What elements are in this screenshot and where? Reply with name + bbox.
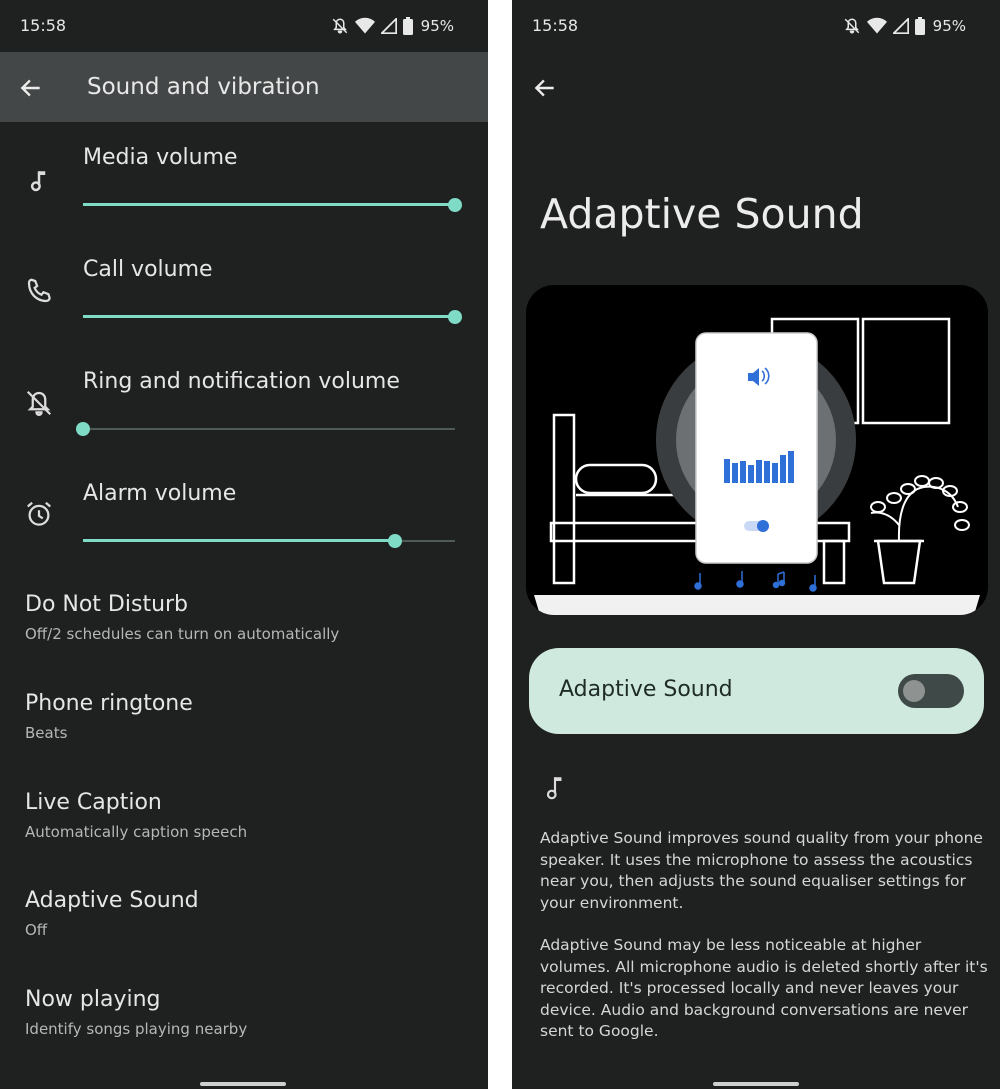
do-not-disturb-bell-off-icon <box>844 18 859 34</box>
battery-icon <box>402 17 413 35</box>
bell-off-icon <box>26 390 52 416</box>
alarm-volume-label: Alarm volume <box>83 481 237 506</box>
description-paragraph-2: Adaptive Sound may be less noticeable at… <box>540 936 988 1040</box>
ring-volume-label: Ring and notification volume <box>83 369 400 394</box>
live-caption-item[interactable]: Live Caption Automatically caption speec… <box>25 790 465 870</box>
back-arrow-icon[interactable] <box>532 75 558 101</box>
ring-volume-slider[interactable] <box>76 419 455 439</box>
item-subtitle: Off <box>25 921 48 939</box>
adaptive-sound-screen: 15:58 95% Adaptive Sound <box>512 0 1000 1089</box>
page-title: Adaptive Sound <box>540 190 864 238</box>
item-title: Do Not Disturb <box>25 592 189 617</box>
item-subtitle: Identify songs playing nearby <box>25 1020 248 1038</box>
do-not-disturb-bell-off-icon <box>332 18 347 34</box>
media-volume-row: Media volume <box>0 145 488 257</box>
battery-percent: 95% <box>932 17 966 35</box>
signal-icon <box>892 18 909 34</box>
switch-knob <box>903 680 925 702</box>
battery-icon <box>914 17 925 35</box>
slider-thumb[interactable] <box>76 422 90 436</box>
slider-thumb[interactable] <box>448 310 462 324</box>
item-title: Adaptive Sound <box>25 888 199 913</box>
media-volume-label: Media volume <box>83 145 238 170</box>
wifi-icon <box>866 17 887 34</box>
wifi-icon <box>354 17 375 34</box>
adaptive-sound-toggle-card[interactable]: Adaptive Sound <box>529 648 984 734</box>
item-subtitle: Beats <box>25 724 68 742</box>
phone-icon <box>27 278 51 303</box>
item-subtitle: Automatically caption speech <box>25 823 248 841</box>
gesture-nav-handle[interactable] <box>713 1082 799 1086</box>
do-not-disturb-item[interactable]: Do Not Disturb Off/2 schedules can turn … <box>25 592 465 672</box>
adaptive-sound-switch[interactable] <box>898 674 964 708</box>
call-volume-label: Call volume <box>83 257 213 282</box>
slider-thumb[interactable] <box>448 198 462 212</box>
call-volume-slider[interactable] <box>83 307 462 327</box>
signal-icon <box>380 18 397 34</box>
status-time: 15:58 <box>20 16 67 35</box>
status-bar: 15:58 95% <box>0 0 488 52</box>
item-title: Phone ringtone <box>25 691 193 716</box>
battery-percent: 95% <box>420 17 454 35</box>
description-paragraph-1: Adaptive Sound improves sound quality fr… <box>540 829 983 912</box>
adaptive-sound-toggle-label: Adaptive Sound <box>559 677 733 702</box>
top-app-bar: Sound and vibration <box>0 52 488 122</box>
item-title: Live Caption <box>25 790 162 815</box>
page-title: Sound and vibration <box>87 74 320 100</box>
music-note-icon <box>546 777 562 800</box>
adaptive-sound-illustration <box>526 285 988 615</box>
status-bar: 15:58 95% <box>512 0 1000 52</box>
music-note-icon <box>30 171 46 192</box>
status-time: 15:58 <box>532 16 579 35</box>
alarm-volume-slider[interactable] <box>83 531 455 551</box>
alarm-clock-icon <box>27 501 51 526</box>
alarm-volume-row: Alarm volume <box>0 481 488 593</box>
phone-ringtone-item[interactable]: Phone ringtone Beats <box>25 691 465 771</box>
back-arrow-icon[interactable] <box>18 75 44 101</box>
call-volume-row: Call volume <box>0 257 488 369</box>
gesture-nav-handle[interactable] <box>200 1082 286 1086</box>
adaptive-sound-item[interactable]: Adaptive Sound Off <box>25 888 465 968</box>
item-title: Now playing <box>25 987 161 1012</box>
ring-volume-row: Ring and notification volume <box>0 369 488 481</box>
sound-settings-screen: 15:58 95% Sound and vibration Media volu… <box>0 0 488 1089</box>
media-volume-slider[interactable] <box>83 195 462 215</box>
bedroom-speaker-illustration <box>534 317 980 615</box>
item-subtitle: Off/2 schedules can turn on automaticall… <box>25 625 340 643</box>
now-playing-item[interactable]: Now playing Identify songs playing nearb… <box>25 987 465 1067</box>
slider-thumb[interactable] <box>388 534 403 548</box>
